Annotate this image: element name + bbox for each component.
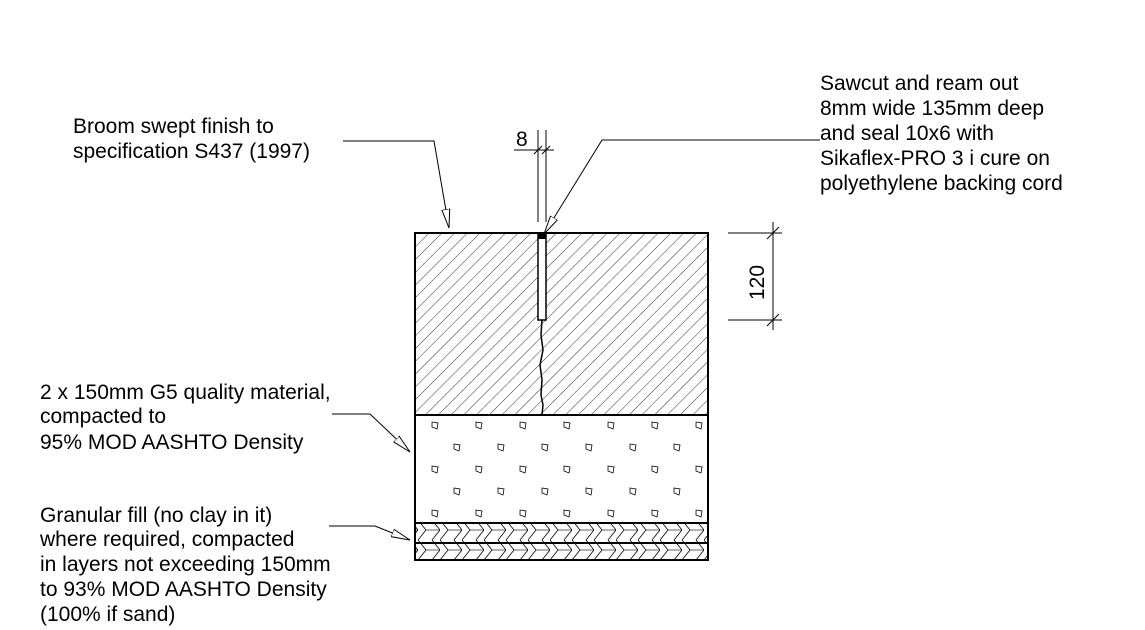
g5-base-layer (414, 414, 709, 524)
aggregate-pattern (431, 421, 703, 518)
crack-line (539, 319, 544, 416)
aggregate-stone (607, 465, 615, 474)
fill-leader (329, 525, 410, 540)
aggregate-stone (431, 509, 439, 518)
granular-fill-layer-2 (414, 542, 709, 561)
aggregate-stone (585, 487, 593, 496)
joint-sealant (538, 233, 546, 239)
sawcut-label: Sawcut and ream out 8mm wide 135mm deep … (820, 72, 1063, 195)
aggregate-stone (585, 443, 593, 452)
aggregate-stone (695, 421, 703, 430)
aggregate-stone (629, 487, 637, 496)
aggregate-stone (453, 443, 461, 452)
aggregate-stone (651, 509, 659, 518)
aggregate-stone (475, 421, 483, 430)
aggregate-stone (475, 509, 483, 518)
joint-width-text: 8 (516, 128, 528, 151)
aggregate-stone (563, 421, 571, 430)
aggregate-stone (519, 509, 527, 518)
aggregate-stone (431, 421, 439, 430)
finish-leader (343, 140, 449, 228)
joint-width-dimension: 8 (514, 128, 554, 222)
aggregate-stone (519, 465, 527, 474)
aggregate-stone (695, 465, 703, 474)
sawcut-leader (544, 139, 820, 234)
aggregate-stone (431, 465, 439, 474)
depth-text: 120 (746, 265, 769, 300)
aggregate-stone (453, 487, 461, 496)
aggregate-stone (651, 421, 659, 430)
aggregate-stone (541, 443, 549, 452)
base-label: 2 x 150mm G5 quality material, compacted… (40, 381, 336, 454)
aggregate-stone (475, 465, 483, 474)
aggregate-stone (607, 509, 615, 518)
aggregate-stone (563, 465, 571, 474)
aggregate-stone (629, 443, 637, 452)
aggregate-stone (563, 509, 571, 518)
base-leader (332, 413, 410, 452)
aggregate-stone (651, 465, 659, 474)
aggregate-stone (673, 443, 681, 452)
sawcut-joint (537, 232, 547, 321)
aggregate-stone (695, 509, 703, 518)
granular-fill-layer-1 (414, 522, 709, 544)
aggregate-stone (673, 487, 681, 496)
concrete-slab (414, 232, 709, 416)
aggregate-stone (497, 487, 505, 496)
aggregate-stone (497, 443, 505, 452)
fill-label: Granular fill (no clay in it) where requ… (39, 504, 337, 626)
aggregate-stone (519, 421, 527, 430)
finish-label: Broom swept finish to specification S437… (73, 115, 310, 163)
aggregate-stone (541, 487, 549, 496)
depth-dimension: 120 (728, 222, 782, 330)
aggregate-stone (607, 421, 615, 430)
